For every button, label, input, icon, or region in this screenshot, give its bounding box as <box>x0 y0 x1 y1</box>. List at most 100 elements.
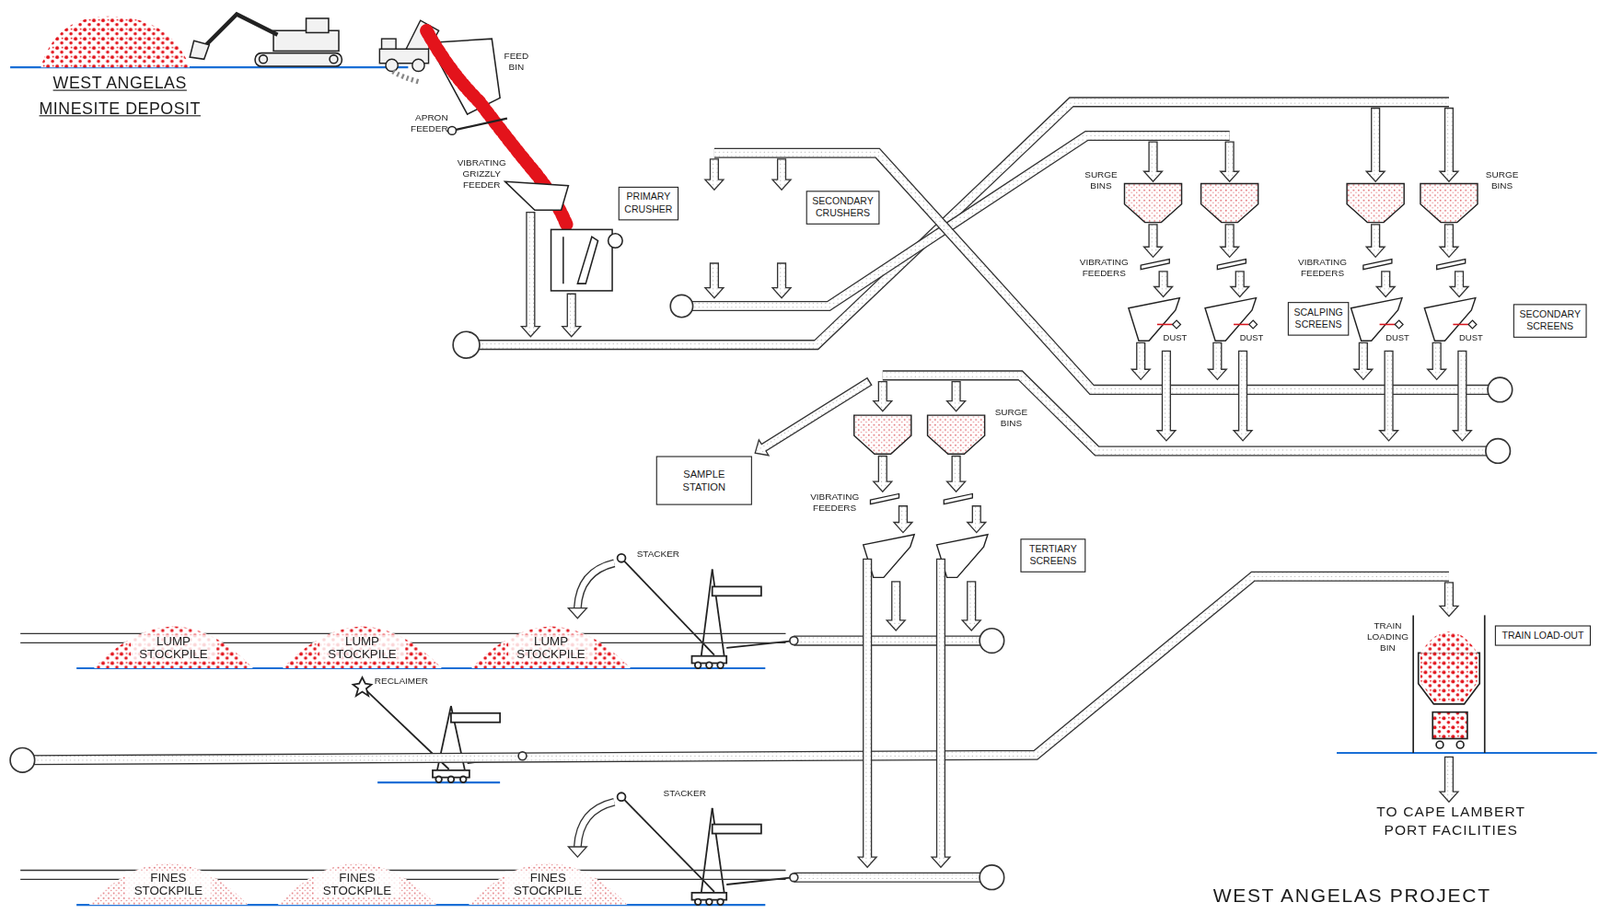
flow-arrow <box>1354 342 1373 380</box>
conveyor-belt <box>793 872 992 883</box>
drawing-part <box>1418 652 1481 704</box>
drawing-part <box>1412 614 1415 754</box>
dust-outlet <box>1468 320 1477 329</box>
flow-arrow <box>1157 350 1176 441</box>
part-label: DUST <box>1385 332 1415 343</box>
part-label: TO CAPE LAMBERT PORT FACILITIES <box>1374 801 1528 839</box>
drawing-part <box>621 557 715 655</box>
conveyor-belt-fill <box>793 637 992 645</box>
conveyor-belt-fill <box>793 873 992 882</box>
drawing-part <box>1432 712 1468 740</box>
stacker-arrow <box>568 846 587 858</box>
part-label: VIBRATING FEEDERS <box>803 491 866 514</box>
conveyor-belt <box>466 102 1450 346</box>
box-label: PRIMARY CRUSHER <box>623 190 673 216</box>
flow-arrow <box>873 382 893 412</box>
conveyor-belt <box>681 135 1229 306</box>
part-label: TRAIN LOADING BIN <box>1365 620 1411 654</box>
flow-arrow <box>1452 350 1472 441</box>
drawing-part <box>562 236 565 284</box>
box-label: SCALPING SCREENS <box>1292 306 1344 332</box>
flow-arrow <box>947 382 966 412</box>
conveyor-pulley <box>518 752 527 761</box>
stockpile-label: FINES STOCKPILE <box>505 871 592 899</box>
drawing-part <box>385 58 398 71</box>
conveyor-belt-fill <box>22 576 1450 761</box>
flow-arrow <box>772 263 791 299</box>
drawing-part <box>608 233 624 249</box>
label-box: PRIMARY CRUSHER <box>618 186 679 221</box>
apron-feeder <box>452 118 508 131</box>
label-box: SCALPING SCREENS <box>1287 301 1350 336</box>
vibrating-feeder <box>1437 259 1466 270</box>
stockpile-mound <box>88 863 248 905</box>
conveyor-pulley <box>789 637 799 646</box>
label-box: SAMPLE STATION <box>656 455 753 505</box>
drawing-part <box>726 640 794 649</box>
stacker-arrow <box>577 563 615 609</box>
drawing-part <box>706 899 713 906</box>
flow-arrow <box>947 455 966 492</box>
reclaimer <box>353 677 523 783</box>
flow-arrow <box>521 212 540 337</box>
drawing-part <box>712 568 725 658</box>
stockpile-mound <box>93 626 254 669</box>
conveyor-belt-fill <box>882 375 1498 452</box>
vibrating-feeder <box>1140 259 1170 270</box>
lump-stacker <box>617 554 795 669</box>
drawing-part <box>712 586 762 596</box>
conveyor-group <box>10 102 1513 891</box>
conveyor-pulley <box>1485 439 1511 464</box>
drawing-part <box>329 55 338 64</box>
flow-arrow <box>1366 224 1385 257</box>
surge-bin <box>1124 184 1182 223</box>
flow-arrow <box>1207 342 1227 380</box>
vibrating-feeder <box>943 493 973 504</box>
dust-outlet <box>1157 324 1173 326</box>
drawing-part <box>726 877 794 885</box>
conveyor-pulley <box>670 294 693 317</box>
flow-arrow <box>1449 271 1469 298</box>
stacker-arrow <box>577 801 615 847</box>
vibrating-feeder <box>869 493 899 504</box>
fines-stacker <box>617 792 795 905</box>
drawing-part <box>306 18 329 34</box>
label-box: SECONDARY CRUSHERS <box>806 190 881 224</box>
part-label: STACKER <box>637 548 685 560</box>
label-box: TERTIARY SCREENS <box>1020 538 1086 572</box>
conveyor-belt <box>793 636 992 647</box>
part-label: VIBRATING FEEDERS <box>1073 256 1136 279</box>
flow-arrow <box>1230 271 1250 298</box>
drawing-part <box>617 792 627 801</box>
primary-crusher <box>551 229 624 291</box>
conveyor-pulley <box>452 331 480 359</box>
ore-deposit <box>40 16 190 69</box>
dust-outlet <box>1249 320 1258 329</box>
box-label: TRAIN LOAD-OUT <box>1499 629 1586 643</box>
grizzly-feeder <box>505 181 569 210</box>
part-label: DUST <box>1163 332 1193 343</box>
part-label: DUST <box>1459 332 1488 343</box>
drawing-part <box>706 661 713 669</box>
box-label: SECONDARY SCREENS <box>1518 308 1582 334</box>
surge-bin <box>854 415 912 454</box>
stockpile: LUMP STOCKPILE <box>92 624 256 669</box>
drawing-part <box>435 776 442 784</box>
equipment-group <box>854 184 1478 579</box>
part-label: VIBRATING FEEDERS <box>1291 256 1354 279</box>
part-label: SURGE BINS <box>1480 169 1524 192</box>
vibrating-feeder <box>1363 259 1392 270</box>
drawing-part <box>700 808 712 895</box>
drawing-part <box>551 229 614 291</box>
stockpile: FINES STOCKPILE <box>275 861 439 906</box>
flow-arrow <box>893 506 913 534</box>
stacker-arrow <box>577 801 615 847</box>
stockpile: FINES STOCKPILE <box>86 861 250 906</box>
stacker-arrow <box>568 608 587 619</box>
flow-arrow <box>1144 224 1163 257</box>
drawing-part <box>1484 614 1486 754</box>
flow-arrow <box>857 558 877 868</box>
drawing-part <box>577 236 598 284</box>
dust-outlet <box>1394 320 1403 329</box>
